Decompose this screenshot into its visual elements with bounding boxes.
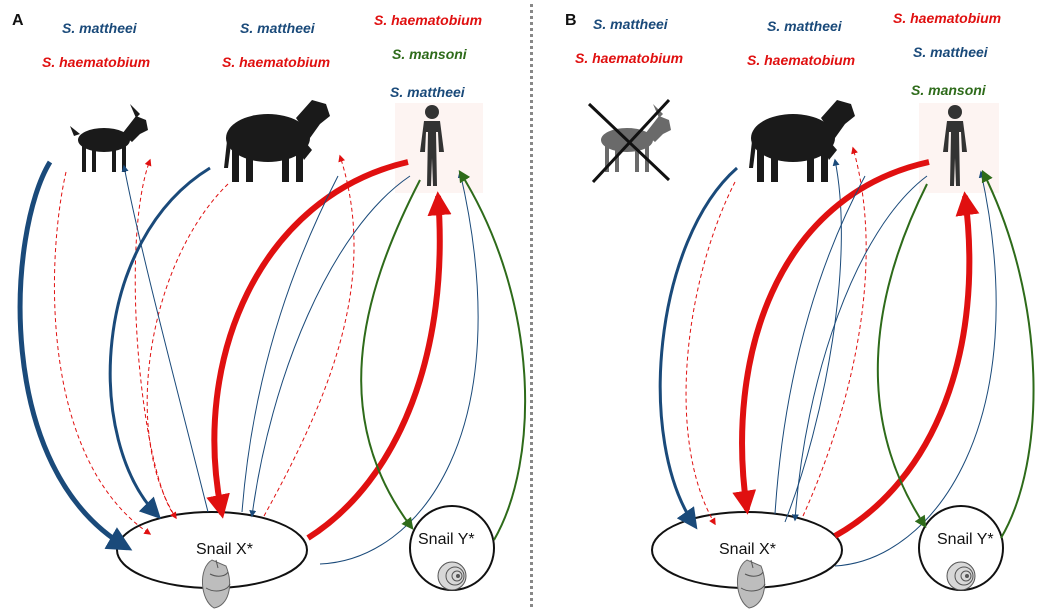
snail-x-label: Snail X* — [719, 541, 776, 558]
arrow-human-to-snail-x-mattheei — [252, 176, 410, 516]
conical-snail-shell-icon — [737, 560, 765, 608]
snail-y-label: Snail Y* — [418, 531, 475, 548]
arrow-cattle-to-snail-x-mattheei — [110, 168, 210, 516]
human-figure-icon — [395, 103, 483, 193]
arrow-snail-x-to-cattle-haematobium — [803, 148, 866, 516]
cattle-icon — [224, 100, 330, 182]
planorbid-snail-shell-icon — [438, 562, 466, 590]
arrow-goat-to-snail-x-haematobium — [54, 172, 150, 534]
snail-y: Snail Y* — [410, 506, 494, 590]
transmission-diagram: Snail X* Snail Y* — [535, 0, 1046, 611]
arrow-snail-x-to-human-haematobium — [308, 196, 440, 538]
goat-icon — [70, 104, 148, 172]
panel-b: B S. mattheei S. haematobium S. mattheei… — [535, 0, 1046, 611]
panel-divider — [530, 4, 533, 607]
snail-y-label: Snail Y* — [937, 531, 994, 548]
planorbid-snail-shell-icon — [947, 562, 975, 590]
arrow-snail-y-to-human-mansoni — [460, 172, 525, 540]
conical-snail-shell-icon — [202, 560, 230, 608]
transmission-diagram: Snail X* Snail Y* — [0, 0, 525, 611]
snail-y: Snail Y* — [919, 506, 1003, 590]
arrow-human-to-snail-x-haematobium — [214, 162, 408, 514]
crossed-out-goat-icon — [589, 100, 671, 182]
arrow-snail-x-to-cattle-mattheei — [124, 166, 208, 512]
snail-x-label: Snail X* — [196, 541, 253, 558]
panel-a: A S. mattheei S. haematobium S. mattheei… — [0, 0, 525, 611]
snail-x: Snail X* — [652, 512, 842, 608]
arrow-cattle-to-snail-x-haematobium — [686, 182, 735, 524]
arrow-snail-x-to-cattle-mattheei — [785, 160, 841, 522]
cattle-icon — [749, 100, 855, 182]
arrow-human-to-snail-x-haematobium — [742, 162, 929, 510]
snail-x: Snail X* — [117, 512, 307, 608]
arrow-snail-x-to-human-mattheei — [775, 176, 865, 514]
arrow-cattle-to-snail-x-mattheei — [660, 168, 737, 526]
